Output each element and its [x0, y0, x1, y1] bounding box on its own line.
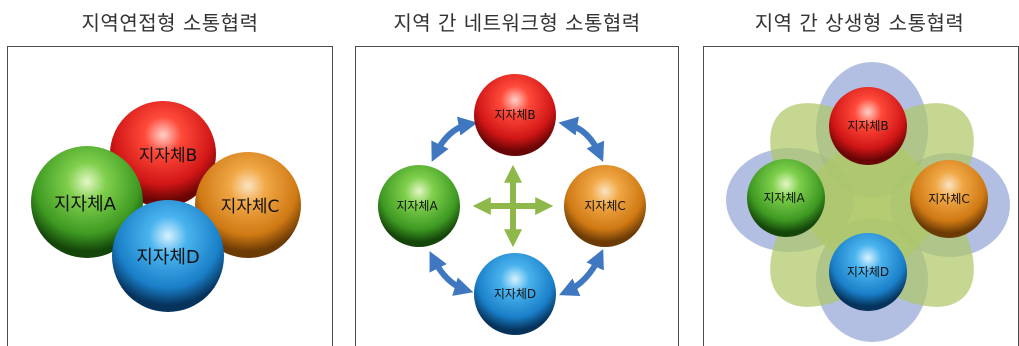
sphere-a	[31, 146, 143, 258]
sphere-a-label: 지자체A	[763, 191, 805, 205]
sphere-c	[910, 160, 988, 238]
panel-3-diagram: 지자체B 지자체A 지자체C 지자체D	[726, 62, 1010, 342]
sphere-d-label: 지자체D	[847, 265, 889, 279]
sphere-d	[829, 233, 907, 311]
arrow-b-c	[558, 116, 605, 163]
sphere-b	[829, 87, 907, 165]
panel-1-title: 지역연접형 소통협력	[81, 11, 259, 35]
arrow-c-d	[559, 249, 604, 296]
sphere-c	[564, 165, 646, 247]
sphere-c-label: 지자체C	[221, 197, 280, 217]
sphere-c	[195, 152, 301, 258]
arrow-a-d	[429, 251, 474, 296]
sphere-d-label: 지자체D	[136, 247, 200, 268]
sphere-d	[112, 200, 224, 312]
sphere-c-label: 지자체C	[584, 199, 626, 213]
sphere-c-label: 지자체C	[928, 192, 970, 206]
sphere-b-label: 지자체B	[494, 108, 535, 122]
panel-1-diagram: 지자체B 지자체C 지자체A 지자체D	[31, 101, 301, 312]
sphere-a-label: 지자체A	[396, 199, 438, 213]
sphere-a-label: 지자체A	[54, 194, 117, 215]
sphere-b-label: 지자체B	[139, 146, 198, 166]
sphere-b	[474, 74, 556, 156]
sphere-d	[474, 253, 556, 335]
sphere-b-label: 지자체B	[847, 119, 888, 133]
panel-2-title: 지역 간 네트워크형 소통협력	[393, 11, 641, 35]
arrow-a-b	[431, 116, 478, 162]
sphere-a	[747, 159, 825, 237]
panel-2-diagram: 지자체B 지자체A 지자체C 지자체D	[378, 74, 646, 335]
panel-3-title: 지역 간 상생형 소통협력	[754, 11, 965, 35]
sphere-d-label: 지자체D	[494, 287, 536, 301]
petal-green-diagonal-2	[770, 103, 974, 307]
sphere-a	[378, 165, 460, 247]
